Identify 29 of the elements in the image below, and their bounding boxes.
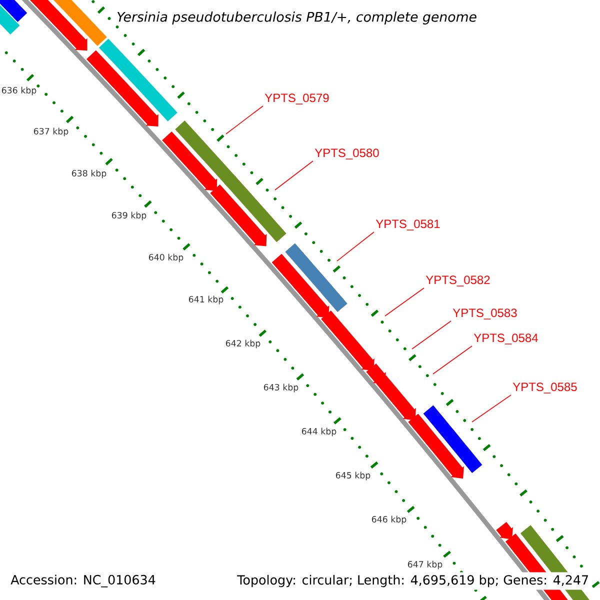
gene-label: YPTS_0582 [426, 276, 490, 286]
gene-label: YPTS_0584 [474, 334, 538, 344]
tick-label: 639 kbp [112, 212, 146, 220]
tick-label: 636 kbp [2, 86, 36, 96]
tick-label: 643 kbp [264, 384, 298, 392]
leader-line [336, 232, 374, 262]
tick-label: 638 kbp [72, 170, 106, 178]
tick-label: 640 kbp [148, 254, 184, 262]
tick-label: 646 kbp [372, 516, 406, 524]
leader-line [384, 288, 424, 316]
title: Yersinia pseudotuberculosis PB1/+, complete genome [117, 12, 476, 24]
tick-label: 644 kbp [302, 428, 336, 436]
leader-line [472, 394, 512, 422]
tick-label: 641 kbp [188, 296, 224, 304]
tick-label: 647 kbp [408, 560, 442, 570]
leader-line [274, 160, 314, 190]
tick-label: 645 kbp [336, 472, 370, 480]
gene-label: YPTS_0585 [512, 382, 577, 394]
gene-label: YPTS_0579 [264, 94, 329, 104]
leader-line [226, 106, 264, 134]
leader-line [412, 320, 452, 350]
gene-label: YPTS_0580 [314, 148, 379, 160]
tick-label: 642 kbp [226, 340, 260, 348]
gene-label: YPTS_0581 [376, 220, 440, 230]
footer-text: Topology: circular; Length: 4,695,619 bp; Genes: 4,247 [234, 572, 592, 590]
leader-line [432, 346, 472, 374]
tick-label: 637 kbp [34, 128, 68, 136]
footer-text: Accession: NC_010634 [10, 574, 156, 588]
gene-label: YPTS_0583 [452, 308, 517, 320]
